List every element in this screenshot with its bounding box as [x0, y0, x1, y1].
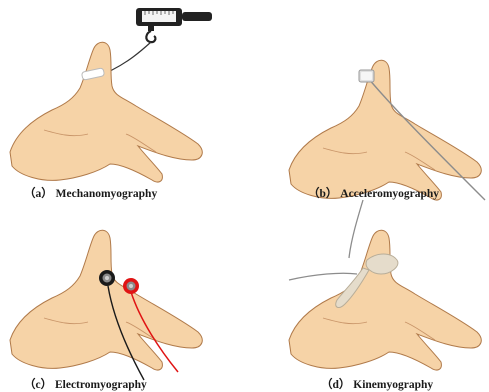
hand-illustration-c [0, 200, 245, 392]
sensor-cable-left [289, 273, 357, 280]
red-electrode-icon [123, 278, 139, 294]
gauge-handle [182, 12, 212, 21]
hand-illustration-d [245, 200, 489, 392]
panel-electromyography: （c） Electromyography [0, 200, 245, 392]
panel-kinemyography: （d） Kinemyography [245, 200, 489, 392]
sensor-cable-upper [349, 200, 363, 258]
panel-mechanomyography: （a） Mechanomyography [0, 0, 245, 200]
hand-illustration-a [0, 0, 245, 180]
caption-electromyography: （c） Electromyography [24, 376, 147, 392]
caption-acceleromyography: （b） Acceleromyography [308, 185, 439, 201]
accelerometer-icon [359, 70, 374, 82]
force-gauge-icon [136, 8, 212, 42]
caption-kinemyography: （d） Kinemyography [321, 376, 433, 392]
panel-acceleromyography: （b） Acceleromyography [245, 0, 489, 200]
hand-illustration-b [245, 0, 489, 200]
gauge-scale [142, 11, 176, 22]
gauge-hook [146, 31, 155, 42]
caption-mechanomyography: （a） Mechanomyography [24, 185, 157, 201]
black-electrode-icon [99, 270, 115, 286]
